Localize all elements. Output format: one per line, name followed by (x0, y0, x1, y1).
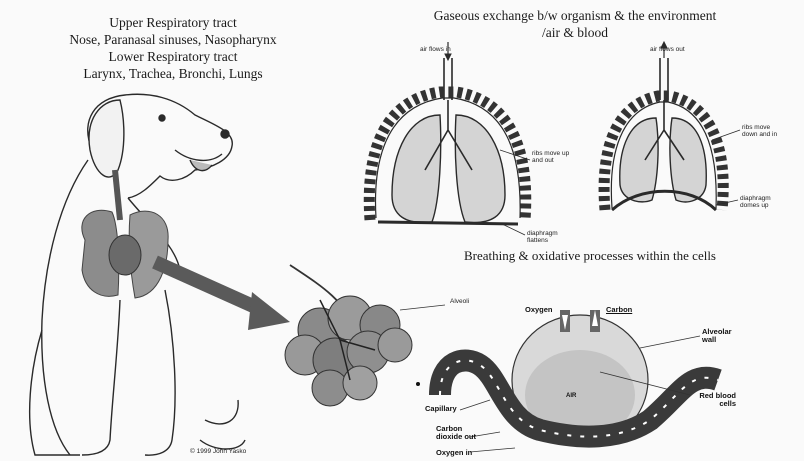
diaphragm-flattens-label: diaphragm flattens (527, 230, 567, 244)
upper-right-caption: Gaseous exchange b/w organism & the envi… (360, 7, 790, 41)
upper-respiratory-heading: Upper Respiratory tract (8, 14, 338, 31)
air-label: AIR (566, 392, 576, 400)
lungs-exhale (604, 42, 740, 210)
ribs-up-label: ribs move up and out (532, 150, 572, 164)
oxygen-label: Oxygen (525, 306, 553, 314)
alveoli-cluster (285, 265, 445, 406)
carbon-label: Carbon (606, 306, 632, 314)
capillary-label: Capillary (425, 405, 457, 413)
upper-respiratory-parts: Nose, Paranasal sinuses, Nasopharynx (8, 31, 338, 48)
copyright-text: © 1999 John Yasko (190, 448, 246, 455)
cell-process-heading: Breathing & oxidative processes within t… (380, 247, 800, 264)
dog-respiratory-organs (82, 170, 168, 298)
gas-exchange-subheading: /air & blood (360, 24, 790, 41)
air-in-label: air flows in (420, 46, 451, 53)
upper-left-caption: Upper Respiratory tract Nose, Paranasal … (8, 14, 338, 82)
zoom-arrow (155, 262, 290, 330)
lower-respiratory-heading: Lower Respiratory tract (8, 48, 338, 65)
alveoli-label: Alveoli (450, 298, 469, 305)
gas-exchange-heading: Gaseous exchange b/w organism & the envi… (360, 7, 790, 24)
carbon-dioxide-out-label: Carbon dioxide out (436, 425, 482, 441)
ribs-down-label: ribs move down and in (742, 124, 782, 138)
alveolar-wall-label: Alveolar wall (702, 328, 742, 344)
lungs-inhale (369, 42, 530, 235)
lower-respiratory-parts: Larynx, Trachea, Bronchi, Lungs (8, 65, 338, 82)
oxygen-in-label: Oxygen in (436, 449, 472, 457)
red-blood-cells-label: Red blood cells (694, 392, 736, 408)
air-out-label: air flows out (650, 46, 685, 53)
diaphragm-domes-label: diaphragm domes up (740, 195, 780, 209)
